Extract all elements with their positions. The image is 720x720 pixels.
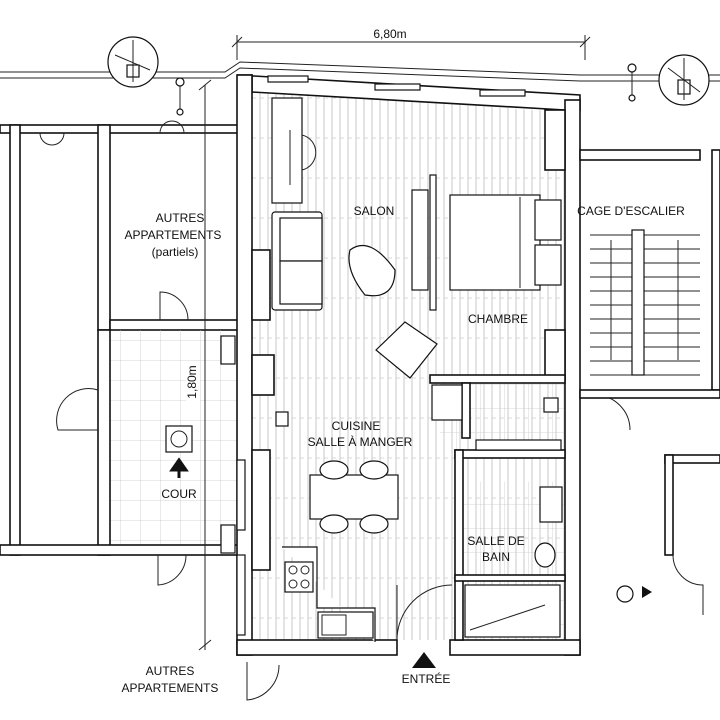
tree-icon <box>658 54 710 106</box>
entry-door[interactable] <box>396 584 453 641</box>
arrow-right-icon <box>642 586 652 598</box>
desk <box>271 97 317 204</box>
staircase <box>579 149 720 615</box>
cooktop-icon <box>284 561 314 593</box>
neighbor-apartments-top <box>0 120 241 556</box>
label-entree: ENTRÉE <box>402 671 451 686</box>
bin <box>275 411 289 427</box>
neighbor-door <box>246 662 280 701</box>
width-dimension-label: 6,80m <box>373 27 406 41</box>
courtyard: COUR <box>0 329 241 586</box>
dimension-height: 1,80m <box>185 79 212 651</box>
label-autres-bottom-2: APPARTEMENTS <box>122 681 219 695</box>
label-salon: SALON <box>354 204 395 218</box>
label-cuisine-1: CUISINE <box>332 419 381 433</box>
coffee-table <box>348 245 396 297</box>
entrance-arrow-icon <box>412 652 436 668</box>
shelf <box>475 439 562 451</box>
label-autres-top-1: AUTRES <box>156 211 205 225</box>
fountain-icon <box>165 425 193 453</box>
dining-table <box>309 460 399 534</box>
tv-unit <box>411 174 437 311</box>
toilet <box>534 542 556 568</box>
label-salle-bain-2: BAIN <box>482 550 510 564</box>
label-chambre: CHAMBRE <box>468 312 528 326</box>
label-salle-bain-1: SALLE DE <box>467 534 524 548</box>
boiler <box>543 397 559 413</box>
apartment-walls <box>236 74 581 656</box>
label-autres-bottom-1: AUTRES <box>146 664 195 678</box>
bed <box>449 194 562 291</box>
sofa <box>271 211 323 311</box>
washing-machine <box>431 384 463 421</box>
label-cuisine-2: SALLE À MANGER <box>308 434 413 449</box>
shower <box>464 584 561 638</box>
armchair <box>375 321 438 379</box>
dimension-width: 6,80m <box>231 27 591 60</box>
label-cour: COUR <box>161 487 197 501</box>
washbasin <box>539 486 563 523</box>
kitchen-counter <box>282 546 376 642</box>
height-dimension-label: 1,80m <box>185 365 199 398</box>
street-lamp-icon <box>627 63 637 102</box>
tree-icon <box>107 36 159 88</box>
arrow-up-icon <box>169 457 189 478</box>
label-autres-top-2: APPARTEMENTS <box>125 228 222 242</box>
label-autres-top-3: (partiels) <box>152 245 199 259</box>
label-cage-escalier: CAGE D'ESCALIER <box>577 204 685 218</box>
street-lamp-icon <box>175 77 185 116</box>
